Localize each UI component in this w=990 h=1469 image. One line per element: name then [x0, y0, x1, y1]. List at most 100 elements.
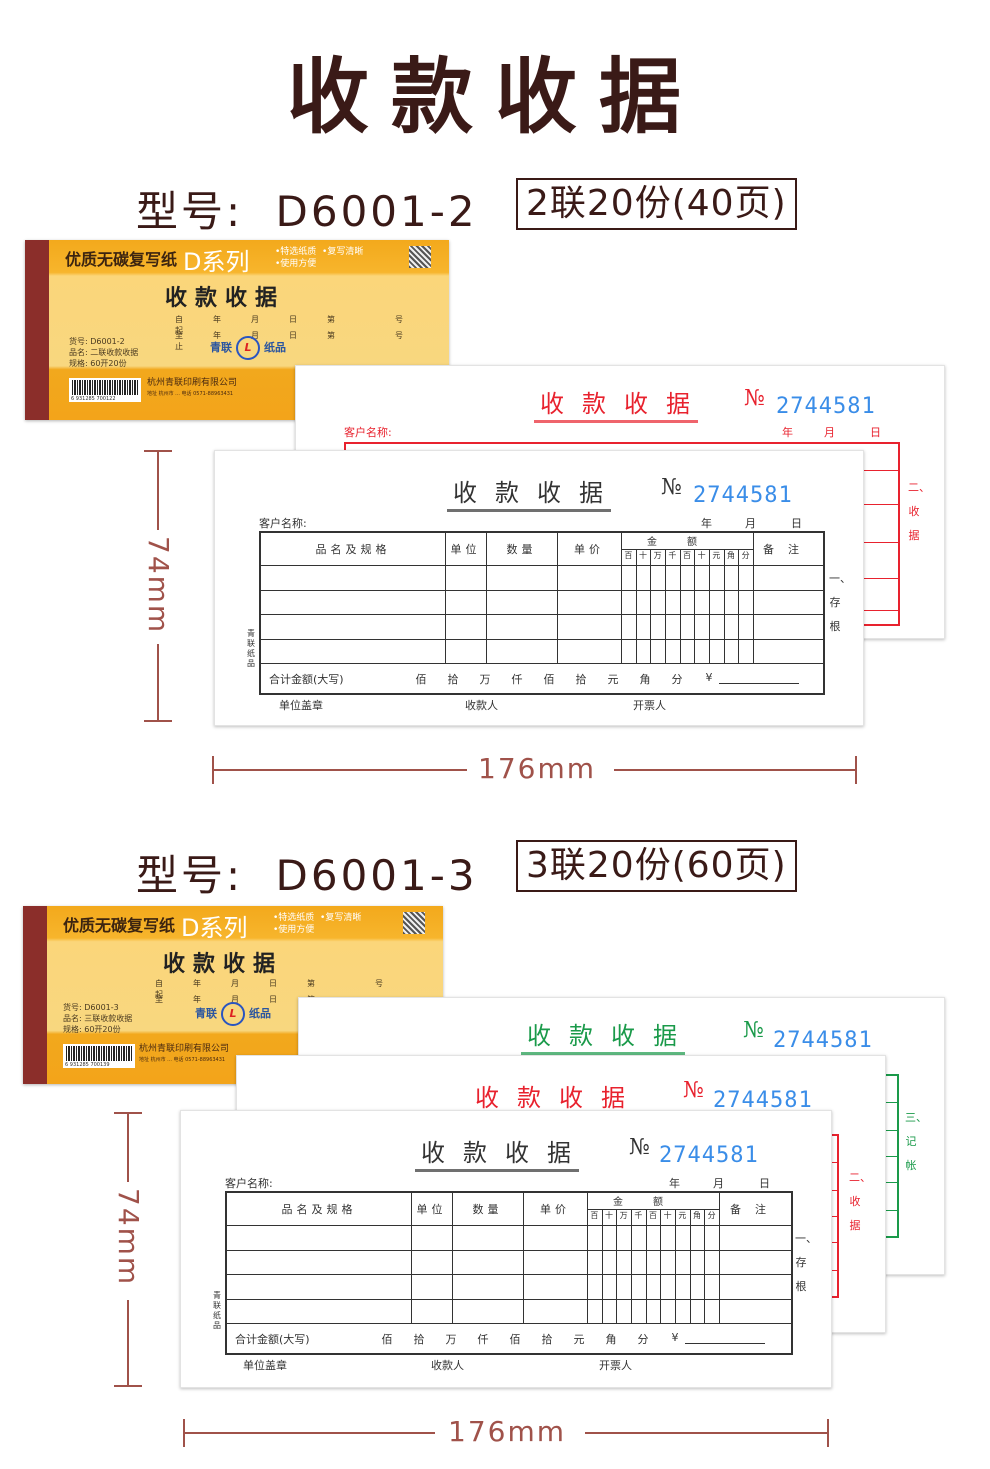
total-unit: 佰 — [543, 673, 555, 686]
brand-logo-icon: L — [236, 336, 260, 360]
date-month: 月 — [824, 426, 835, 439]
total-unit: 元 — [607, 673, 619, 686]
grid-line — [631, 1209, 632, 1323]
column-header-amount: 金额 — [647, 537, 727, 548]
total-unit: 佰 — [415, 673, 427, 686]
grid-line — [601, 1209, 603, 1323]
footer-issuer: 开票人 — [633, 699, 666, 712]
grid-line — [227, 1274, 791, 1275]
cover-spec-model: 货号: D6001-3 — [63, 1003, 119, 1012]
total-unit: ¥ — [671, 1331, 679, 1344]
total-unit: 分 — [637, 1333, 649, 1346]
column-header-note: 备注 — [730, 1203, 780, 1216]
total-amount-line — [685, 1343, 765, 1344]
grid-line — [675, 1209, 676, 1323]
dim-tick-bottom — [144, 720, 172, 722]
cover-line-from: 自年月日第号起 — [155, 979, 413, 999]
height-dimension: 74mm — [142, 536, 175, 635]
feature: •复写清晰 — [322, 247, 364, 257]
total-unit: 佰 — [509, 1333, 521, 1346]
grid-line — [665, 549, 666, 663]
barcode: 6 931285 700139 — [63, 1044, 135, 1068]
cover-spec-name: 品名: 三联收款收据 — [63, 1014, 133, 1023]
cover-spec-size: 规格: 60开20份 — [69, 359, 127, 368]
brand-logo-icon: L — [221, 1002, 245, 1026]
grid-line — [694, 549, 696, 663]
dim-line — [157, 450, 159, 530]
grid-line — [621, 533, 622, 663]
total-unit: 仟 — [511, 673, 523, 686]
amount-digit-header: 十 — [663, 1211, 672, 1220]
column-header: 品名及规格 — [315, 543, 391, 556]
date-day: 日 — [791, 517, 802, 530]
column-header: 单位 — [416, 1203, 447, 1216]
model-label-text: 型号: — [136, 187, 244, 236]
dim-tick-right — [855, 756, 857, 784]
width-dimension: 176mm — [448, 1415, 566, 1448]
grid-line — [261, 638, 823, 640]
booklet-cover: 优质无碳复写纸 D系列 •特选纸质 •复写清晰 •使用方便 收款收据 自年月日第… — [25, 240, 449, 420]
receipt-grid: 品名及规格单位数量单价金额备注百十万千百十元角分合计金额(大写)佰拾万仟佰拾元角… — [259, 531, 825, 695]
grid-line — [261, 663, 823, 664]
serial-number: 2744581 — [713, 1088, 813, 1113]
cover-line-from: 自年月日第号起 — [175, 315, 433, 335]
total-unit: 仟 — [477, 1333, 489, 1346]
date-year: 年 — [701, 517, 712, 530]
receipt-title: 收款收据 — [469, 1078, 643, 1117]
amount-digit-header: 百 — [590, 1211, 599, 1220]
receipt-sheet-copy1: 收款收据 № 2744581 客户名称: 年 月 日 品名及规格单位数量单价金额… — [214, 450, 864, 726]
total-unit: 拾 — [413, 1333, 425, 1346]
column-header: 单位 — [450, 543, 481, 556]
total-unit: 拾 — [447, 673, 459, 686]
total-unit: 分 — [671, 673, 683, 686]
side-print: 青联纸品 — [213, 1291, 221, 1330]
dim-tick-bottom — [114, 1385, 142, 1387]
model-label: 型号: D6001-2 — [136, 178, 478, 239]
footer-seal: 单位盖章 — [279, 699, 323, 712]
copy-label: 二、收据 — [849, 1171, 871, 1232]
amount-digit-header: 千 — [634, 1211, 643, 1220]
number-sign: № — [743, 1018, 764, 1043]
cover-series: D系列 — [181, 914, 248, 942]
column-header-note: 备注 — [763, 543, 813, 556]
dim-line — [212, 769, 467, 771]
model-label-text: 型号: — [136, 851, 244, 900]
grid-line — [587, 1193, 588, 1323]
cover-company: 杭州青联印刷有限公司地址 杭州市 ... 电话 0571-88963431 — [139, 1044, 230, 1063]
date-day: 日 — [870, 426, 881, 439]
grid-line — [452, 1193, 453, 1323]
grid-line — [650, 549, 652, 663]
amount-digit-header: 角 — [726, 551, 735, 560]
feature: •复写清晰 — [320, 913, 362, 923]
amount-digit-header: 分 — [707, 1211, 716, 1220]
total-unit: 角 — [605, 1333, 617, 1346]
cover-spine — [23, 906, 47, 1084]
cover-brand: 优质无碳复写纸 — [65, 250, 178, 269]
grid-line — [557, 533, 558, 663]
footer-seal: 单位盖章 — [243, 1359, 287, 1372]
number-sign: № — [661, 475, 682, 500]
footer-payee: 收款人 — [431, 1359, 464, 1372]
feature: •使用方便 — [273, 925, 315, 935]
grid-line — [753, 533, 754, 663]
cover-spine — [25, 240, 49, 420]
amount-digit-header: 百 — [682, 551, 691, 560]
grid-line — [719, 1193, 720, 1323]
column-header-amount: 金额 — [613, 1197, 693, 1208]
grid-line — [679, 549, 681, 663]
column-header: 单价 — [540, 1203, 570, 1216]
grid-line — [227, 1249, 791, 1251]
cover-series: D系列 — [183, 248, 250, 276]
amount-digit-header: 十 — [697, 551, 706, 560]
grid-line — [227, 1225, 791, 1226]
total-unit: ¥ — [705, 671, 713, 684]
grid-line — [227, 1298, 791, 1300]
grid-line — [738, 549, 740, 663]
width-dimension: 176mm — [478, 752, 596, 785]
date-day: 日 — [759, 1177, 770, 1190]
amount-digit-header: 万 — [619, 1211, 628, 1220]
grid-line — [704, 1209, 706, 1323]
serial-number: 2744581 — [773, 1028, 873, 1053]
